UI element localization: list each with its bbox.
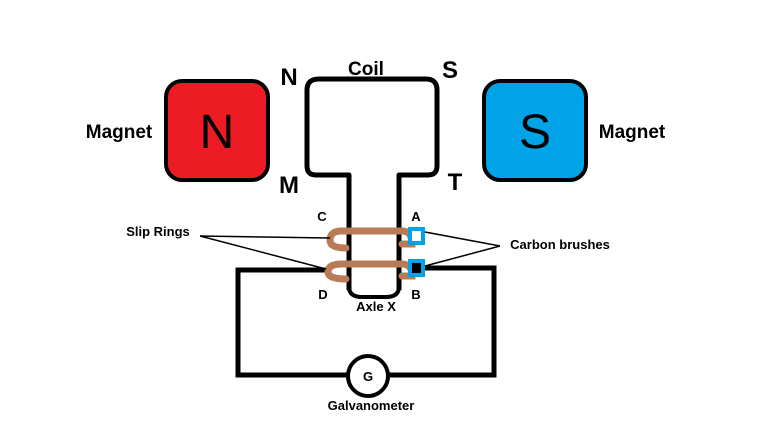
point-c: C — [317, 209, 327, 224]
circuit-wire — [235, 265, 497, 378]
axle — [347, 287, 401, 299]
coil-corner-t: T — [448, 169, 463, 196]
carbon-brush-lower — [408, 259, 425, 277]
north-magnet — [164, 79, 270, 182]
point-d: D — [318, 287, 327, 302]
coil-label: Coil — [348, 59, 384, 80]
north-magnet-letter: N — [200, 106, 235, 159]
coil-corner-n: N — [280, 64, 297, 91]
left-magnet-label: Magnet — [86, 122, 153, 143]
axle-label: Axle X — [356, 299, 396, 314]
galvanometer — [346, 354, 390, 398]
carbon-brushes-label: Carbon brushes — [510, 237, 610, 252]
galvanometer-label: Galvanometer — [328, 398, 415, 413]
galvanometer-symbol: G — [363, 369, 373, 384]
point-a: A — [411, 209, 421, 224]
coil-corner-m: M — [279, 172, 299, 199]
south-magnet-letter: S — [519, 106, 551, 159]
slip-rings-pointer — [199, 235, 331, 270]
carbon-brush-upper — [408, 227, 425, 245]
south-magnet — [482, 79, 588, 182]
coil — [304, 76, 440, 290]
coil-corner-s: S — [442, 57, 458, 84]
slip-rings-label: Slip Rings — [126, 224, 190, 239]
carbon-brushes-pointer — [424, 231, 501, 267]
point-b: B — [411, 287, 420, 302]
right-magnet-label: Magnet — [599, 122, 666, 143]
